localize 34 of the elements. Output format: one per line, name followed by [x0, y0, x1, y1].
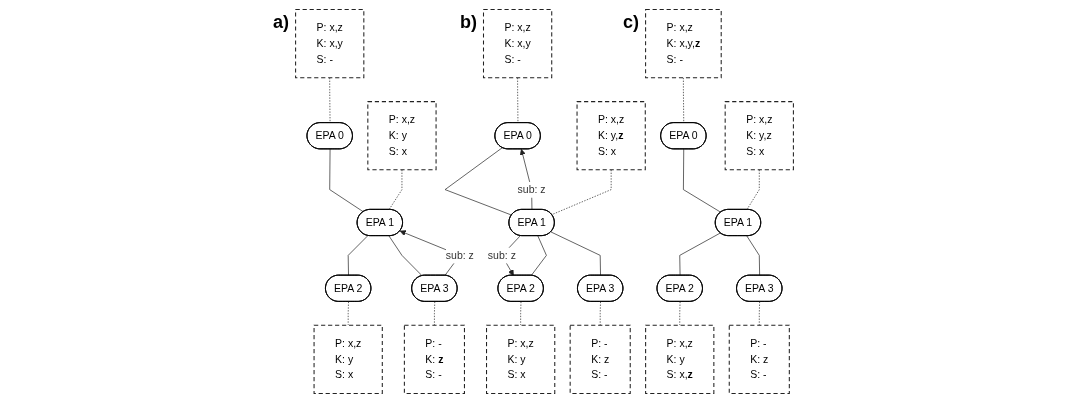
panel-label: b) [460, 11, 477, 33]
connector [519, 301, 521, 326]
node-box: P: - K: z S: - [728, 324, 790, 394]
panel-label: c) [623, 11, 640, 33]
panel-label: a) [273, 11, 290, 33]
connector [433, 301, 435, 326]
connector [678, 232, 721, 276]
node-box: P: x,z K: y S: x,z [644, 324, 714, 394]
connector [444, 147, 512, 216]
edge-label: sub: z [487, 248, 516, 261]
connector [328, 148, 364, 213]
node-box: P: - K: z S: - [569, 324, 631, 394]
node-box: P: x,z K: x,y,z S: - [644, 9, 722, 79]
connector [550, 231, 601, 276]
node-box: P: x,z K: y S: x [313, 324, 383, 394]
node-box: P: x,z K: x,y S: - [294, 9, 364, 79]
connector [682, 148, 721, 213]
connector [758, 301, 760, 326]
node-box: P: x,z K: x,y S: - [482, 9, 552, 79]
node-box: P: x,z K: y,z S: x [724, 101, 794, 171]
connector [746, 169, 760, 211]
connector [388, 235, 422, 277]
connector [678, 301, 680, 326]
node-box: P: x,z K: y,z S: x [576, 101, 646, 171]
connector [599, 301, 601, 326]
connector [347, 235, 368, 276]
node-box: P: - K: z S: - [403, 324, 465, 394]
connector [388, 169, 402, 211]
edge-label: sub: z [445, 248, 474, 261]
connector [746, 235, 760, 276]
connector [347, 301, 349, 326]
edge-label: sub: z [517, 183, 546, 196]
node-box: P: x,z K: y S: x [485, 324, 555, 394]
node-box: P: x,z K: y S: x [366, 101, 437, 171]
